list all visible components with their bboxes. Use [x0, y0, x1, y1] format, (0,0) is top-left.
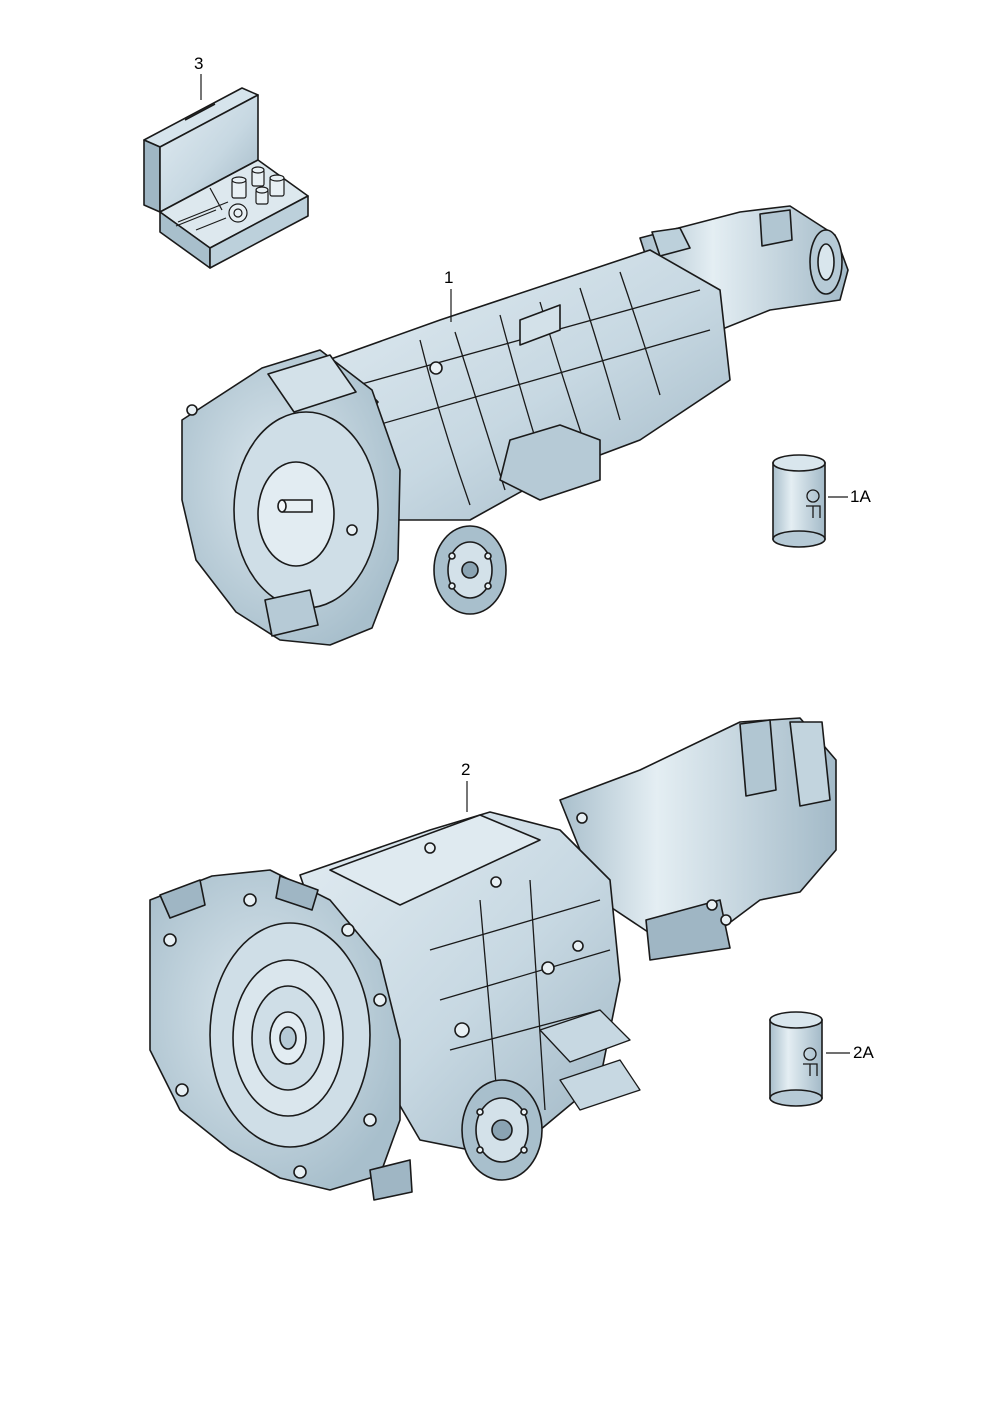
callout-2a: 2A	[853, 1043, 874, 1062]
callout-1: 1	[444, 268, 454, 287]
manual-transmission-icon	[181, 205, 849, 646]
callout-3: 3	[194, 54, 204, 73]
oil-can-1a-icon	[772, 454, 826, 548]
automatic-transmission-icon	[149, 717, 837, 1201]
oil-can-2a-icon	[769, 1011, 823, 1107]
callout-2: 2	[461, 760, 471, 779]
repair-kit-case-icon	[143, 87, 309, 269]
callout-1a: 1A	[850, 487, 871, 506]
